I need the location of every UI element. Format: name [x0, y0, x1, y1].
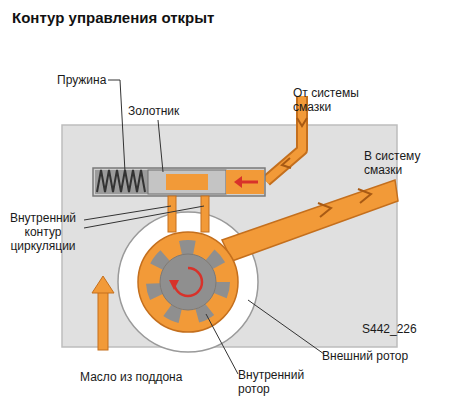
leader-line	[158, 120, 163, 172]
rotation-arrow-head	[169, 280, 179, 290]
callout-label: Внутренний контур циркуляции	[2, 211, 84, 253]
gear-teeth	[153, 247, 223, 317]
spring-symbol	[97, 170, 145, 192]
callout-label: S442_226	[362, 322, 442, 336]
callout-label: Масло из поддона	[80, 370, 210, 384]
callout-label: Внутренний ротор	[238, 368, 318, 396]
circulation-channel	[168, 196, 176, 232]
flow-chevron	[318, 203, 331, 217]
control-chamber	[226, 170, 264, 194]
callout-label: Золотник	[128, 104, 198, 118]
spring-chamber	[95, 170, 148, 194]
pressure-arrow	[240, 181, 258, 184]
sump-flow-arrow-head	[92, 276, 114, 293]
outer-rotor	[138, 232, 238, 332]
flow-chevron	[297, 118, 307, 126]
callout-label: Внешний ротор	[322, 349, 432, 363]
inner-rotor	[160, 254, 216, 310]
diagram-title: Контур управления открыт	[12, 9, 214, 26]
pressure-arrow-head	[234, 176, 242, 188]
spool-piston	[148, 170, 226, 194]
pump-chamber	[118, 212, 258, 352]
leader-line	[84, 206, 204, 228]
leader-line	[206, 314, 238, 374]
circulation-channel	[201, 196, 209, 232]
leader-line	[248, 300, 324, 354]
flow-chevron	[282, 158, 291, 168]
sump-flow-arrow	[98, 292, 108, 350]
callout-label: Пружина	[57, 73, 117, 87]
valve-bore	[93, 168, 265, 196]
callout-label: В систему смазки	[364, 149, 444, 177]
rotation-arrow	[174, 268, 202, 296]
callout-label: От системы смазки	[293, 86, 371, 114]
outlet-pipe	[222, 180, 398, 261]
leader-line	[84, 206, 171, 220]
flow-chevron	[358, 189, 371, 203]
leader-line	[108, 80, 125, 172]
spool-groove	[166, 174, 208, 190]
